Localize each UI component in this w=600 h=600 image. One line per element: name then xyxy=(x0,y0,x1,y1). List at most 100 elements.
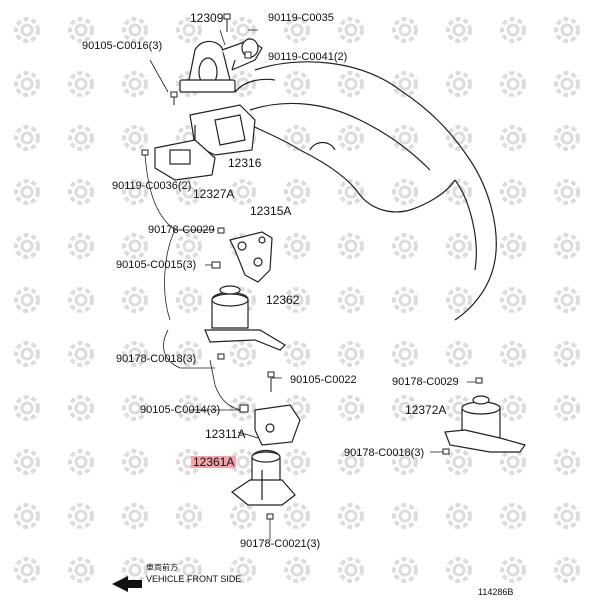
watermark-gear-icon xyxy=(14,71,40,97)
watermark-gear-icon xyxy=(554,449,580,475)
watermark-gear-icon xyxy=(68,557,94,583)
watermark-gear-icon xyxy=(14,287,40,313)
label-90119-c0041: 90119-C0041(2) xyxy=(268,51,348,63)
watermark-gear-icon xyxy=(446,125,472,151)
label-12311a: 12311A xyxy=(205,427,246,441)
bracket-12311a-drawing xyxy=(254,404,301,446)
watermark-gear-icon xyxy=(554,125,580,151)
watermark-gear-icon xyxy=(122,287,148,313)
watermark-gear-icon xyxy=(338,125,364,151)
watermark-gear-icon xyxy=(500,233,526,259)
watermark-gear-icon xyxy=(122,179,148,205)
watermark-gear-icon xyxy=(554,503,580,529)
watermark-gear-icon xyxy=(68,179,94,205)
bracket-12315a-drawing xyxy=(229,231,273,283)
watermark-gear-icon xyxy=(392,233,418,259)
watermark-gear-icon xyxy=(14,557,40,583)
engine-outline xyxy=(234,61,497,321)
fasteners xyxy=(141,13,483,520)
watermark-gear-icon xyxy=(284,503,310,529)
watermark-gear-icon xyxy=(500,449,526,475)
watermark-gear-icon xyxy=(176,557,202,583)
watermark-gear-icon xyxy=(176,341,202,367)
watermark-gear-icon xyxy=(122,395,148,421)
watermark-pattern xyxy=(14,17,580,583)
watermark-gear-icon xyxy=(230,179,256,205)
watermark-gear-icon xyxy=(338,233,364,259)
watermark-gear-icon xyxy=(68,71,94,97)
watermark-gear-icon xyxy=(446,557,472,583)
watermark-gear-icon xyxy=(284,287,310,313)
watermark-gear-icon xyxy=(230,341,256,367)
watermark-gear-icon xyxy=(68,125,94,151)
watermark-gear-icon xyxy=(392,503,418,529)
watermark-gear-icon xyxy=(122,503,148,529)
watermark-gear-icon xyxy=(446,17,472,43)
watermark-gear-icon xyxy=(284,233,310,259)
watermark-gear-icon xyxy=(176,179,202,205)
watermark-gear-icon xyxy=(122,71,148,97)
watermark-gear-icon xyxy=(446,503,472,529)
watermark-gear-icon xyxy=(446,71,472,97)
label-12316: 12316 xyxy=(228,156,262,170)
watermark-gear-icon xyxy=(176,233,202,259)
watermark-gear-icon xyxy=(338,287,364,313)
watermark-gear-icon xyxy=(446,287,472,313)
label-90178-c0029-top: 90178-C0029 xyxy=(148,224,215,236)
watermark-gear-icon xyxy=(500,17,526,43)
label-90105-c0015: 90105-C0015(3) xyxy=(116,259,197,271)
watermark-gear-icon xyxy=(284,449,310,475)
watermark-gear-icon xyxy=(14,125,40,151)
watermark-gear-icon xyxy=(392,71,418,97)
connector-lines xyxy=(144,29,475,540)
watermark-gear-icon xyxy=(338,17,364,43)
label-90119-c0036: 90119-C0036(2) xyxy=(112,180,192,192)
watermark-gear-icon xyxy=(122,17,148,43)
watermark-gear-icon xyxy=(176,287,202,313)
mount-12362-drawing xyxy=(204,285,286,351)
watermark-gear-icon xyxy=(176,17,202,43)
figure-code: 114286B xyxy=(478,587,514,597)
mount-12309-drawing xyxy=(179,38,263,93)
watermark-gear-icon xyxy=(338,557,364,583)
watermark-gear-icon xyxy=(122,233,148,259)
mount-12372a-drawing xyxy=(444,395,526,453)
watermark-gear-icon xyxy=(14,503,40,529)
watermark-gear-icon xyxy=(176,395,202,421)
label-90119-c0035: 90119-C0035 xyxy=(268,12,334,24)
bracket-12327a-drawing xyxy=(154,139,216,181)
watermark-gear-icon xyxy=(500,341,526,367)
watermark-gear-icon xyxy=(392,395,418,421)
watermark-gear-icon xyxy=(122,449,148,475)
watermark-gear-icon xyxy=(446,449,472,475)
label-90105-c0016: 90105-C0016(3) xyxy=(82,40,163,52)
watermark-gear-icon xyxy=(176,503,202,529)
watermark-gear-icon xyxy=(338,449,364,475)
watermark-gear-icon xyxy=(338,395,364,421)
watermark-gear-icon xyxy=(284,179,310,205)
watermark-gear-icon xyxy=(122,341,148,367)
watermark-gear-icon xyxy=(230,503,256,529)
label-90178-c0018-left: 90178-C0018(3) xyxy=(116,353,197,365)
watermark-gear-icon xyxy=(554,341,580,367)
watermark-gear-icon xyxy=(284,71,310,97)
label-12362: 12362 xyxy=(266,293,300,307)
watermark-gear-icon xyxy=(14,233,40,259)
label-90178-c0018-right: 90178-C0018(3) xyxy=(344,447,425,459)
watermark-gear-icon xyxy=(500,395,526,421)
watermark-gear-icon xyxy=(284,557,310,583)
watermark-gear-icon xyxy=(500,71,526,97)
label-12309: 12309 xyxy=(190,11,224,25)
label-90178-c0029-right: 90178-C0029 xyxy=(392,376,459,388)
watermark-gear-icon xyxy=(68,449,94,475)
watermark-gear-icon xyxy=(338,341,364,367)
watermark-gear-icon xyxy=(500,503,526,529)
watermark-gear-icon xyxy=(554,17,580,43)
mount-12361a-drawing xyxy=(230,449,296,506)
label-12372a: 12372A xyxy=(405,403,447,417)
bracket-12316-drawing xyxy=(189,104,256,156)
watermark-gear-icon xyxy=(392,557,418,583)
watermark-gear-icon xyxy=(392,341,418,367)
watermark-gear-icon xyxy=(554,287,580,313)
label-12315a: 12315A xyxy=(250,204,292,218)
